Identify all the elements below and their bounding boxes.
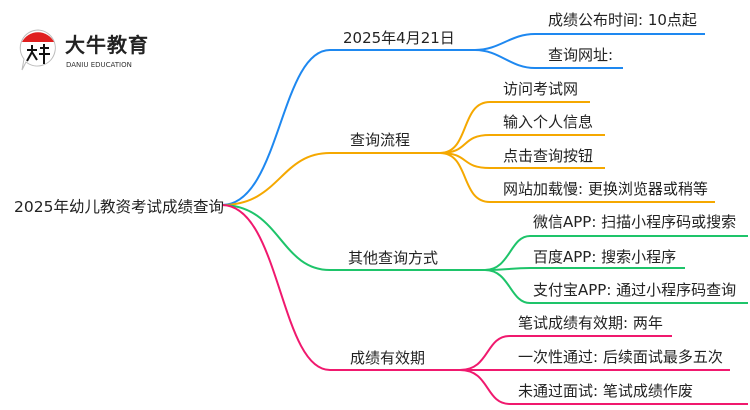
branch-node[interactable]: 2025年4月21日 (343, 29, 455, 47)
leaf-node[interactable]: 网站加载慢: 更换浏览器或稍等 (503, 180, 708, 198)
leaf-node[interactable]: 笔试成绩有效期: 两年 (518, 314, 663, 332)
branch-node[interactable]: 其他查询方式 (348, 249, 439, 267)
logo-subtitle: DANIU EDUCATION (66, 61, 132, 69)
leaf-node[interactable]: 未通过面试: 笔试成绩作废 (518, 382, 693, 400)
branch-4-lines (221, 204, 748, 405)
branch-1-lines (221, 33, 705, 206)
leaf-node[interactable]: 查询网址: (548, 46, 614, 64)
leaf-node[interactable]: 百度APP: 搜索小程序 (533, 248, 677, 266)
logo-mark (18, 28, 58, 76)
logo-bubble-icon (19, 29, 56, 71)
branch-3-lines (221, 204, 748, 304)
leaf-node[interactable]: 支付宝APP: 通过小程序码查询 (533, 281, 737, 299)
leaf-node[interactable]: 微信APP: 扫描小程序码或搜索 (533, 213, 737, 231)
leaf-node[interactable]: 成绩公布时间: 10点起 (548, 11, 697, 29)
leaf-node[interactable]: 输入个人信息 (503, 113, 594, 131)
leaf-node[interactable]: 访问考试网 (503, 80, 579, 98)
root-node[interactable]: 2025年幼儿教资考试成绩查询 (14, 198, 224, 216)
logo-name: 大牛教育 (65, 33, 149, 57)
branch-node[interactable]: 成绩有效期 (350, 349, 426, 367)
leaf-node[interactable]: 一次性通过: 后续面试最多五次 (518, 348, 723, 366)
branch-2-lines (221, 101, 715, 206)
branch-node[interactable]: 查询流程 (350, 131, 411, 149)
leaf-node[interactable]: 点击查询按钮 (503, 147, 594, 165)
